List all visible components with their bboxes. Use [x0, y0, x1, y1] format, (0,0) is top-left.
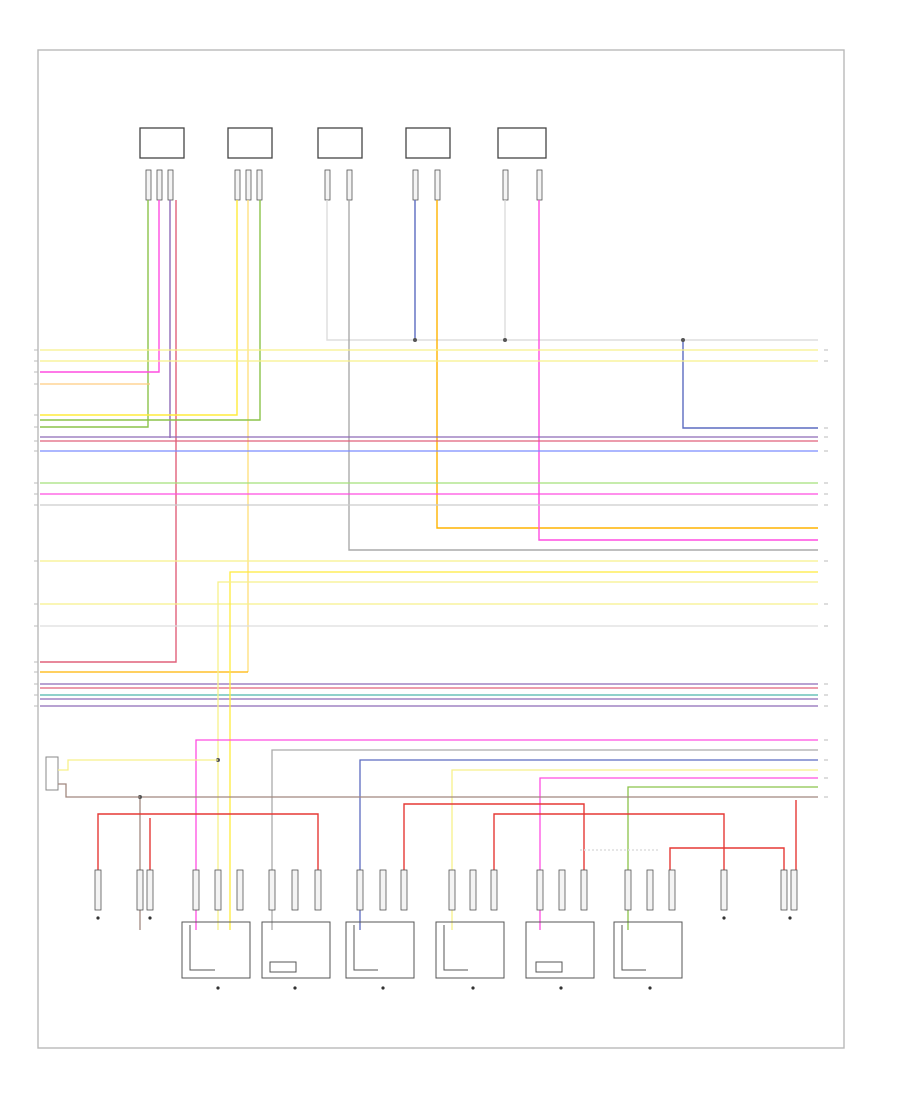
top-component-3	[317, 127, 363, 159]
bus-lines	[40, 349, 818, 930]
diagram-frame	[37, 49, 845, 1049]
right-pin-marks	[824, 349, 828, 798]
red-power-loops	[97, 800, 797, 870]
top-vertical-wires	[40, 200, 818, 672]
junction-dots	[138, 338, 685, 799]
bottom-connectors	[94, 869, 798, 911]
bottom-modules	[181, 921, 683, 979]
top-component-1	[139, 127, 185, 159]
left-sensor-block	[45, 756, 218, 798]
top-component-4	[405, 127, 451, 159]
left-pin-marks	[34, 349, 38, 707]
top-component-5	[497, 127, 547, 159]
top-connectors	[145, 169, 543, 201]
top-component-2	[227, 127, 273, 159]
ground-dots	[96, 916, 792, 990]
